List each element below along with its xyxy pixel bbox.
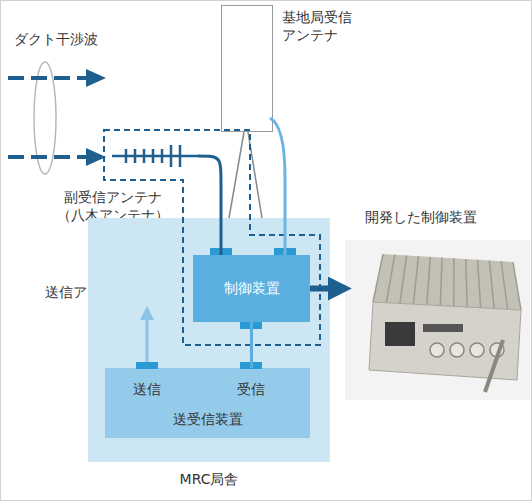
heat-fin — [427, 257, 430, 305]
device-front — [369, 302, 521, 380]
connector-panel — [385, 322, 415, 346]
port — [240, 362, 262, 369]
yagi-element — [125, 149, 128, 163]
node-text: 制御装置 — [193, 279, 310, 297]
dashed-outline — [104, 130, 320, 345]
antenna-box: 基地局受信 アンテナ — [221, 5, 273, 132]
connector — [450, 343, 464, 357]
heat-fin — [400, 255, 407, 303]
connector-line — [250, 322, 253, 368]
yagi-element — [143, 149, 146, 163]
yagi-element — [161, 149, 164, 163]
interference-arrow — [8, 155, 90, 159]
connector — [470, 343, 484, 357]
port — [210, 248, 232, 255]
transmit-arrow — [146, 318, 149, 362]
node-text: 送受信装置 — [105, 410, 310, 428]
heat-fin — [466, 259, 467, 307]
wave-ellipse — [34, 62, 56, 174]
control-box: 制御装置 — [193, 255, 310, 322]
yagi-antenna: 副受信アンテナ （八木アンテナ） — [112, 142, 198, 170]
arrow-head — [86, 148, 106, 166]
free-label: ダクト干渉波 — [14, 30, 134, 48]
heat-fin — [373, 254, 383, 302]
heat-fin — [501, 261, 507, 309]
heat-fin — [386, 255, 394, 303]
station-area: MRC局舎制御装置送信受信送受信装置 — [88, 218, 330, 462]
arrow-head — [140, 306, 154, 320]
connector-line — [198, 156, 221, 255]
mast-line — [248, 132, 262, 218]
heat-fin — [453, 258, 455, 306]
interference-arrow — [8, 76, 90, 80]
yagi-element — [170, 145, 173, 167]
node-text: 開発した制御装置 — [365, 208, 515, 226]
connector-panel — [423, 324, 463, 332]
connector — [430, 343, 444, 357]
node-text: MRC局舎 — [88, 470, 330, 488]
yagi-symbol — [112, 142, 198, 170]
node-text: 受信 — [231, 380, 271, 398]
node-text: 基地局受信 アンテナ — [282, 8, 362, 44]
connector-line — [310, 286, 341, 292]
yagi-element — [152, 149, 155, 163]
antenna-rod — [485, 340, 503, 392]
mast-line — [229, 132, 244, 218]
port — [136, 362, 158, 369]
port — [240, 322, 262, 329]
arrow-head — [86, 69, 106, 87]
port — [274, 248, 296, 255]
photo-box: 開発した制御装置 — [345, 240, 530, 400]
heat-fin — [513, 262, 521, 310]
heat-fin — [489, 261, 494, 309]
yagi-element — [179, 145, 182, 167]
connector-line — [270, 118, 285, 255]
heat-fin — [440, 258, 442, 306]
node-text: 送信 — [127, 380, 167, 398]
device-top — [373, 254, 521, 310]
transceiver-box: 送信 受信送受信装置 — [105, 368, 310, 438]
yagi-element — [134, 149, 137, 163]
heat-fin — [478, 260, 481, 308]
device-photo — [345, 240, 530, 400]
heat-fin — [413, 256, 418, 304]
